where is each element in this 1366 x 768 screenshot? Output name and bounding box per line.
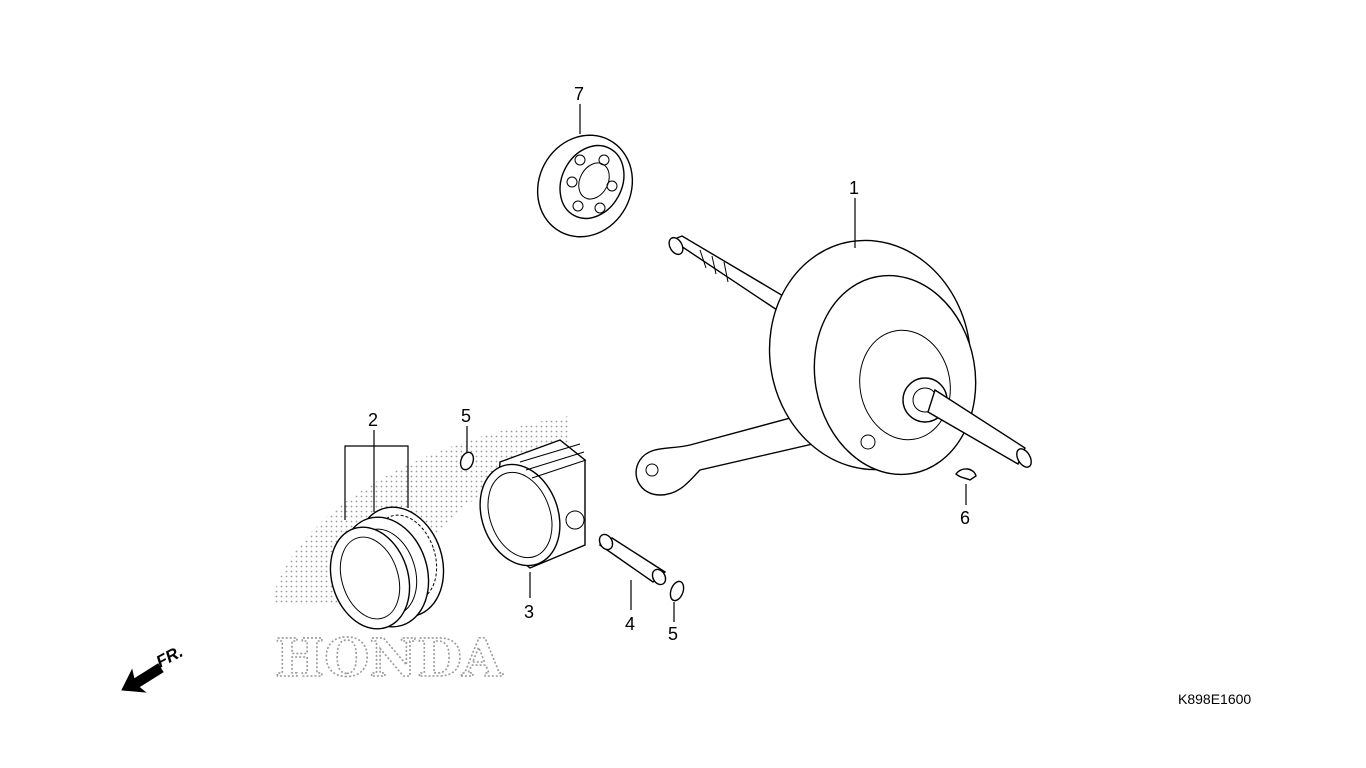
piston-part[interactable] [467, 439, 587, 577]
piston-pin-part[interactable] [597, 532, 668, 587]
woodruff-key-part[interactable] [955, 468, 977, 481]
diagram-code: K898E1600 [1178, 691, 1251, 707]
callout-5b-label: 5 [668, 624, 678, 644]
piston-pin-clip-b-part[interactable] [668, 580, 686, 603]
callout-4-label: 4 [625, 614, 635, 634]
callout-6-label: 6 [960, 508, 970, 528]
callout-3-label: 3 [524, 602, 534, 622]
crankshaft-part[interactable] [635, 224, 1034, 496]
callout-7-label: 7 [574, 84, 584, 104]
callout-labels: 7 1 2 5 3 4 5 6 [368, 84, 970, 644]
callout-1-label: 1 [849, 178, 859, 198]
callout-2-label: 2 [368, 410, 378, 430]
leader-lines [344, 104, 967, 622]
front-indicator: FR. [121, 642, 186, 693]
radial-ball-bearing-part[interactable] [520, 118, 650, 253]
callout-5a-label: 5 [461, 406, 471, 426]
honda-logo-text: HONDA [275, 628, 503, 689]
piston-ring-set-part[interactable] [318, 496, 457, 639]
arrow-down-left-icon [121, 663, 164, 693]
piston-pin-clip-a-part[interactable] [458, 450, 475, 471]
